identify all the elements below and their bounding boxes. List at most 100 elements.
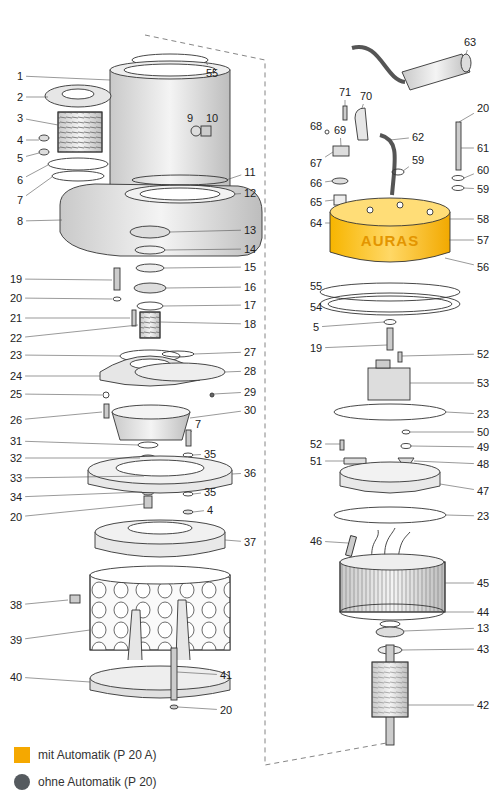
leader-line [340,138,342,146]
callout-number: 23 [10,349,22,361]
leader-line [25,355,120,357]
callout-number: 28 [244,365,256,377]
leader-line [25,441,138,445]
leader-line [25,630,90,639]
leader-line [163,305,241,307]
leader-line [325,223,330,224]
callout-number: 30 [244,404,256,416]
leader-line [410,432,474,433]
leader-line [362,104,363,108]
leader-line [25,678,90,682]
leader-line [166,287,241,289]
leader-line [25,376,100,377]
callout-number: 41 [220,669,232,681]
callout-number: 33 [10,472,22,484]
leader-line [206,62,208,65]
leader-line [25,458,140,459]
leader-line [165,249,241,251]
leader-line [414,461,474,464]
leader-line [325,461,344,462]
leader-line [170,230,241,232]
callout-number: 16 [244,281,256,293]
callout-number: 25 [10,388,22,400]
leader-line [464,174,474,178]
leader-line [25,298,112,300]
leader-line [449,240,474,241]
callout-number: 23 [477,408,489,420]
leader-line [25,279,112,281]
leader-line [26,220,62,222]
callout-number: 6 [17,174,23,186]
leader-line [225,540,241,541]
callout-number: 36 [244,467,256,479]
callout-number: 14 [244,243,256,255]
callout-number: 58 [477,213,489,225]
callout-number: 5 [17,152,23,164]
leader-line [194,352,241,354]
callout-number: 61 [477,142,489,154]
callout-number: 44 [477,606,489,618]
callout-number: 35 [204,486,216,498]
callout-number: 13 [244,224,256,236]
leader-line [445,258,474,265]
leader-line [164,267,241,269]
callout-number: 46 [310,535,322,547]
leader-line [325,152,333,157]
callout-number: 51 [310,455,322,467]
callout-number: 40 [10,671,22,683]
callout-number: 55 [310,280,322,292]
callout-number: 49 [477,441,489,453]
leader-line [449,219,474,220]
leader-line [325,345,387,348]
leader-line [225,371,241,373]
callout-number: 63 [464,36,476,48]
callout-number: 31 [10,435,22,447]
callout-number: 18 [244,318,256,330]
leader-line [464,188,474,190]
callout-number: 59 [412,154,424,166]
leader-line [226,175,241,180]
leader-line [235,193,241,194]
callout-number: 52 [477,348,489,360]
callout-number: 29 [244,386,256,398]
leader-line [232,473,241,474]
callout-number: 67 [310,157,322,169]
callout-number: 23 [477,510,489,522]
leader-line [390,138,409,140]
leader-line [26,165,48,177]
leader-line [410,383,474,384]
legend-swatch [14,747,30,763]
callout-number: 13 [477,622,489,634]
callout-number: 37 [244,536,256,548]
callout-number: 54 [310,301,322,313]
callout-number: 7 [195,418,201,430]
callout-number: 48 [477,458,489,470]
leader-line [446,412,474,414]
leader-line [461,148,474,149]
callout-number: 19 [310,342,322,354]
callout-number: 64 [310,217,322,229]
callout-number: 3 [17,112,23,124]
callout-number: 24 [10,370,22,382]
leader-line [26,119,58,125]
callout-number: 52 [310,438,322,450]
callout-number: 34 [10,491,22,503]
leader-line [322,322,384,327]
callout-number: 38 [10,599,22,611]
leader-line [325,181,332,183]
callout-number: 20 [10,292,22,304]
callout-number: 69 [334,124,346,136]
callout-number: 39 [10,634,22,646]
callout-number: 1 [17,70,23,82]
callout-number: 27 [244,346,256,358]
callout-number: 4 [17,134,23,146]
callout-number: 15 [244,261,256,273]
leader-line [26,97,48,98]
legend-text: mit Automatik (P 20 A) [38,748,157,762]
callout-number: 17 [244,299,256,311]
callout-number: 10 [206,112,218,124]
callout-number: 43 [477,643,489,655]
legend-text: ohne Automatik (P 20) [38,775,157,789]
leader-line [459,113,474,122]
